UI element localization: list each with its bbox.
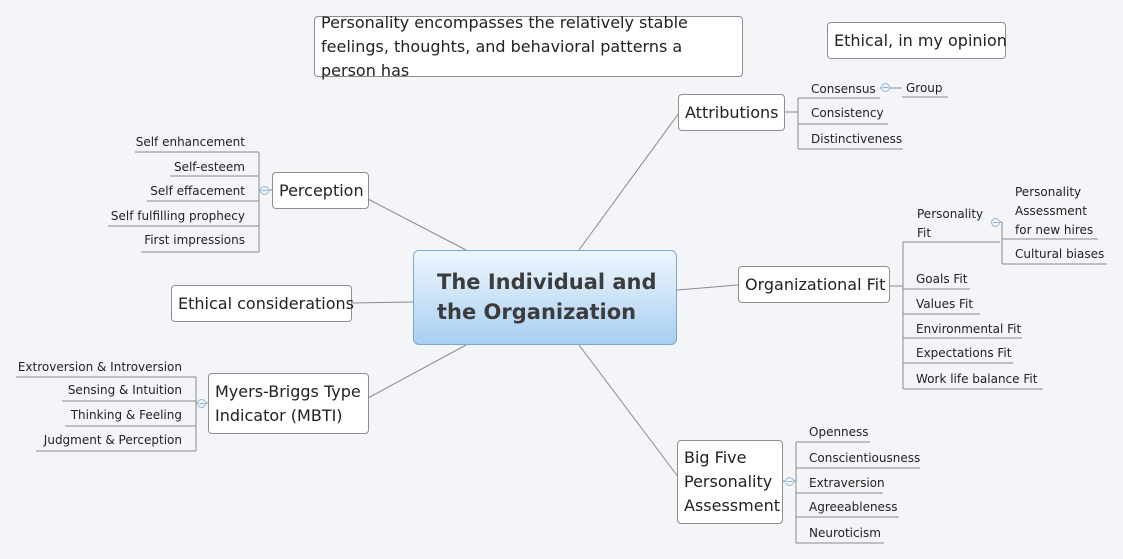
central-title-line2: the Organization [437,300,637,324]
mbti-label-line1: Myers-Briggs Type [215,381,361,401]
leaf-thinking-feeling[interactable]: Thinking & Feeling [70,408,182,422]
leaf-judgment-perception[interactable]: Judgment & Perception [43,433,182,447]
edge-orgfit [676,284,739,291]
topic-ethical-considerations[interactable]: Ethical considerations [171,285,354,322]
leaf-self-effacement[interactable]: Self effacement [150,184,245,198]
perception-collapse-icon[interactable]: − [260,186,269,195]
topic-big-five[interactable]: Big Five Personality Assessment [677,440,783,524]
edge-perception [367,198,467,251]
leaf-values-fit[interactable]: Values Fit [916,297,974,311]
big-five-label-line2: Personality [684,472,773,491]
leaf-conscientiousness[interactable]: Conscientiousness [809,451,921,465]
big-five-label-line3: Assessment [684,496,780,515]
leaf-neuroticism[interactable]: Neuroticism [809,526,881,540]
edge-bigfive [578,344,680,479]
ethical-opinion-text: Ethical, in my opinion [834,31,1007,50]
leaf-consensus[interactable]: Consensus [811,82,876,96]
leaf-environmental-fit[interactable]: Environmental Fit [916,322,1022,336]
leaf-first-impressions[interactable]: First impressions [144,233,245,247]
leaf-distinctiveness[interactable]: Distinctiveness [811,132,903,146]
topic-mbti[interactable]: Myers-Briggs Type Indicator (MBTI) [208,373,369,434]
leaf-personality-fit[interactable]: Personality Fit [917,205,983,243]
leaf-self-fulfilling-prophecy[interactable]: Self fulfilling prophecy [110,209,245,223]
topic-organizational-fit[interactable]: Organizational Fit [738,266,890,303]
edge-mbti [367,344,467,399]
edge-attributions [578,112,680,251]
leaf-self-esteem[interactable]: Self-esteem [173,160,245,174]
leaf-group[interactable]: Group [906,81,943,95]
personality-fit-line2: Fit [917,226,932,240]
leaf-consistency[interactable]: Consistency [811,106,884,120]
personality-definition-text: Personality encompasses the relatively s… [321,12,688,80]
personality-definition-note[interactable]: Personality encompasses the relatively s… [314,13,743,80]
topic-perception[interactable]: Perception [272,172,369,209]
central-title-line1: The Individual and [437,270,657,294]
ethical-considerations-label: Ethical considerations [178,294,354,313]
assessment-line2: Assessment [1015,204,1087,218]
leaf-extraversion[interactable]: Extraversion [809,476,885,490]
edge-ethical [351,301,414,304]
leaf-self-enhancement[interactable]: Self enhancement [135,135,245,149]
leaf-extroversion-introversion[interactable]: Extroversion & Introversion [17,360,182,374]
attributions-label: Attributions [685,103,779,122]
leaf-personality-assessment-new-hires[interactable]: Personality Assessment for new hires [1015,183,1093,240]
mbti-label-line2: Indicator (MBTI) [215,405,343,425]
leaf-goals-fit[interactable]: Goals Fit [916,272,968,286]
personality-fit-line1: Personality [917,207,984,221]
personality-fit-collapse-icon[interactable]: − [991,218,1000,227]
leaf-openness[interactable]: Openness [809,425,869,439]
consensus-collapse-icon[interactable]: − [881,83,890,92]
leaf-work-life-balance-fit[interactable]: Work life balance Fit [916,372,1038,386]
assessment-line1: Personality [1015,185,1082,199]
mbti-collapse-icon[interactable]: − [197,399,206,408]
ethical-opinion-note[interactable]: Ethical, in my opinion [827,22,1007,59]
leaf-expectations-fit[interactable]: Expectations Fit [916,346,1012,360]
topic-attributions[interactable]: Attributions [678,94,785,131]
leaf-sensing-intuition[interactable]: Sensing & Intuition [67,383,182,397]
leaf-agreeableness[interactable]: Agreeableness [809,500,898,514]
central-topic[interactable]: The Individual and the Organization [413,250,677,345]
perception-label: Perception [279,181,364,200]
organizational-fit-label: Organizational Fit [745,275,886,294]
assessment-line3: for new hires [1015,223,1094,237]
big-five-label-line1: Big Five [684,448,747,467]
leaf-cultural-biases[interactable]: Cultural biases [1015,247,1105,261]
big-five-collapse-icon[interactable]: − [785,477,794,486]
